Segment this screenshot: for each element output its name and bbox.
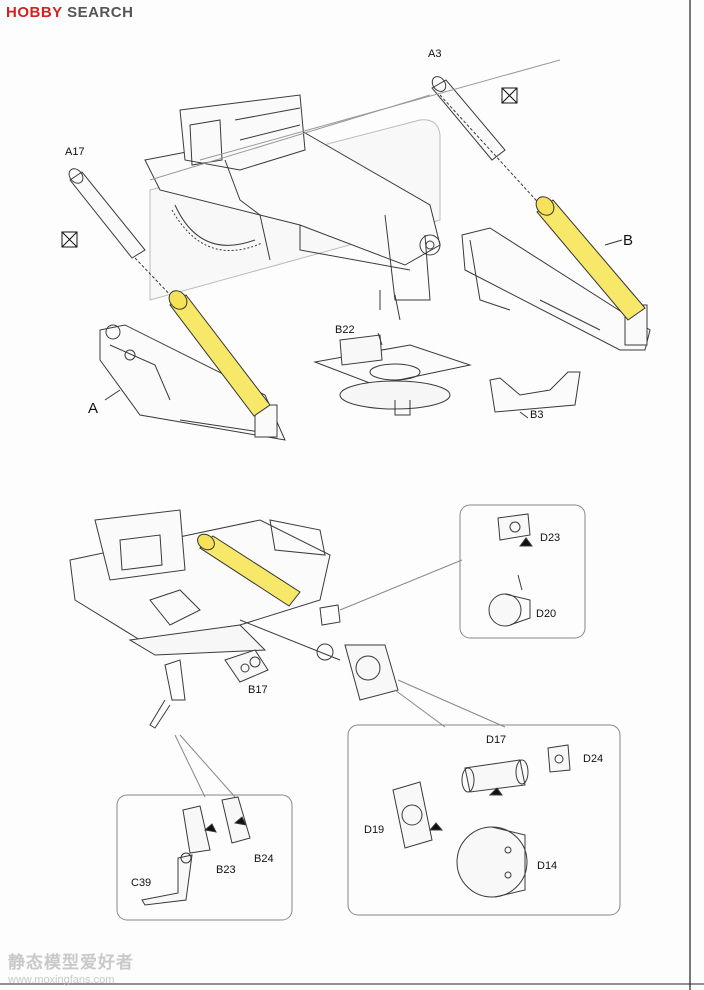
arrow xyxy=(203,823,217,833)
guide-line xyxy=(149,94,431,181)
site-watermark-url: www.moxingfans.com xyxy=(8,974,115,986)
part-label-b17: B17 xyxy=(248,684,268,696)
arrow xyxy=(488,787,503,796)
part-label-c39: C39 xyxy=(131,877,151,889)
part-label-d19: D19 xyxy=(364,824,384,836)
x-box-icon xyxy=(61,231,78,248)
step-bottom xyxy=(69,504,621,921)
assembly-label-a: A xyxy=(88,400,98,417)
part-b17 xyxy=(224,649,269,683)
detail-box-d20-d23 xyxy=(459,504,586,639)
arrow xyxy=(233,816,247,826)
part-label-b23: B23 xyxy=(216,864,236,876)
part-label-a3: A3 xyxy=(428,48,441,60)
carriage-lower xyxy=(69,509,341,661)
guide-line xyxy=(439,94,546,211)
part-label-b3: B3 xyxy=(530,409,543,421)
part-b3 xyxy=(489,371,581,419)
part-d20 xyxy=(488,574,531,627)
part-c39 xyxy=(141,852,193,906)
detail-leader xyxy=(339,559,463,611)
leader-line xyxy=(104,389,121,401)
detail-leader xyxy=(394,689,446,728)
turntable-b22 xyxy=(313,332,472,416)
arrow xyxy=(428,822,444,831)
yellow-barrel-lower-end xyxy=(197,533,215,551)
step-top xyxy=(61,59,651,441)
detail-leader xyxy=(179,734,236,798)
small-bracket xyxy=(319,604,341,626)
site-watermark-cn: 静态模型爱好者 xyxy=(8,953,134,972)
x-box-icon xyxy=(501,87,518,104)
trail-a xyxy=(99,324,286,441)
part-label-a17: A17 xyxy=(65,146,85,158)
part-d19 xyxy=(392,781,433,849)
barrel-a17 xyxy=(68,168,146,259)
part-label-d23: D23 xyxy=(540,532,560,544)
part-label-d14: D14 xyxy=(537,860,557,872)
handle-part xyxy=(149,659,186,729)
detail-leader xyxy=(174,734,206,798)
brand-watermark: HOBBY SEARCH xyxy=(6,4,133,21)
detail-box-d14-d24 xyxy=(347,724,621,916)
small-cap xyxy=(316,643,334,661)
part-d14 xyxy=(456,826,528,898)
part-label-b24: B24 xyxy=(254,853,274,865)
part-d17 xyxy=(461,759,529,793)
part-label-d17: D17 xyxy=(486,734,506,746)
part-d23 xyxy=(497,513,531,541)
detail-leader xyxy=(397,679,506,728)
part-label-d20: D20 xyxy=(536,608,556,620)
carriage-upper xyxy=(144,94,441,321)
leader-line xyxy=(604,239,623,246)
brand-watermark-part1: HOBBY xyxy=(6,4,63,21)
part-b24 xyxy=(221,796,251,844)
barrel-a3 xyxy=(431,76,506,161)
part-b23 xyxy=(182,805,211,854)
arrow xyxy=(519,537,533,547)
part-d24 xyxy=(547,744,571,773)
yellow-barrel-a-end xyxy=(168,290,188,310)
site-watermark: 静态模型爱好者 www.moxingfans.com xyxy=(8,948,134,986)
part-label-b22: B22 xyxy=(335,324,355,336)
gearbox xyxy=(344,644,399,701)
brand-watermark-part2: SEARCH xyxy=(67,4,134,21)
yellow-barrel-b-end xyxy=(535,196,555,216)
part-label-d24: D24 xyxy=(583,753,603,765)
trail-b xyxy=(461,227,651,351)
assembly-label-b: B xyxy=(623,232,633,249)
